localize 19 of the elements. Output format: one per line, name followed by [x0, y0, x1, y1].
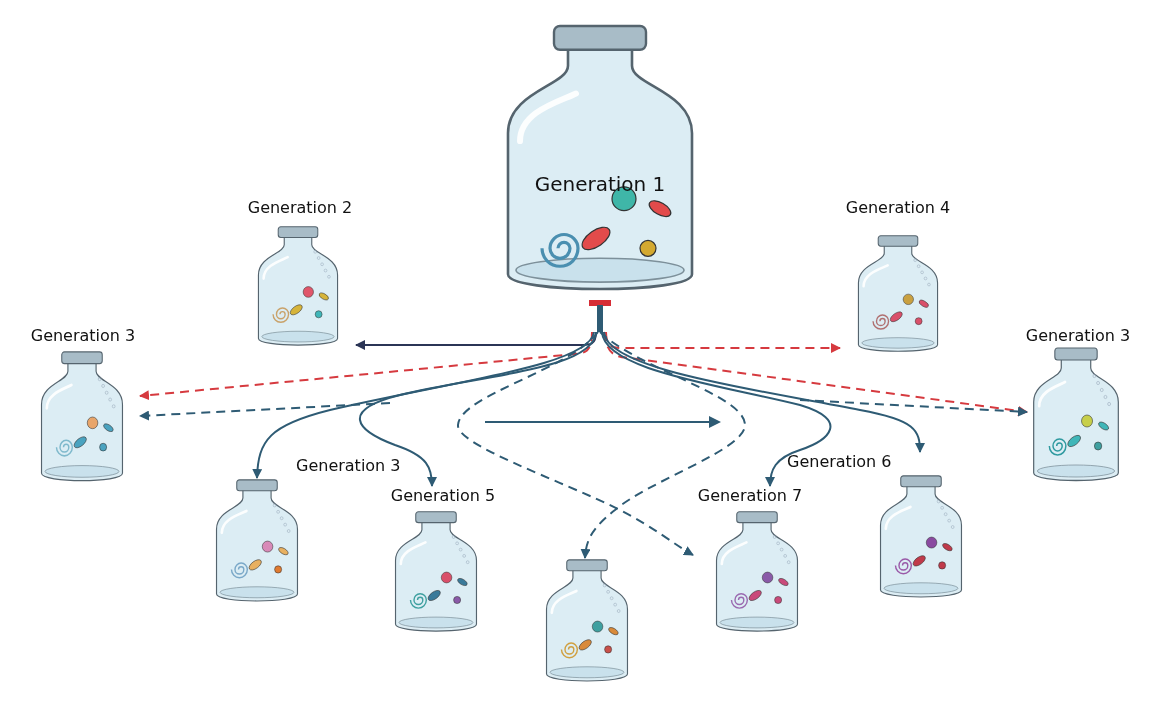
generation-label: Generation 4	[845, 198, 951, 217]
arrow	[603, 331, 925, 453]
arrow	[359, 331, 597, 487]
arrow	[139, 402, 391, 421]
arrow	[601, 331, 832, 487]
generation-label: Generation 7	[697, 486, 803, 505]
arrow	[139, 331, 593, 401]
generation-label: Generation 6	[787, 452, 892, 471]
generation-label: Generation 2	[247, 198, 353, 217]
arrow	[799, 399, 1028, 417]
generation-label: Generation 3	[1025, 326, 1131, 345]
arrow	[580, 331, 746, 559]
arrow	[605, 331, 841, 353]
generation-label: Generation 3	[30, 326, 136, 345]
arrow	[252, 331, 595, 479]
generation-label: Generation 3	[296, 456, 401, 475]
generation-label: Generation 5	[390, 486, 496, 505]
arrow	[457, 331, 694, 556]
generation-label: Generation 1	[534, 172, 666, 196]
